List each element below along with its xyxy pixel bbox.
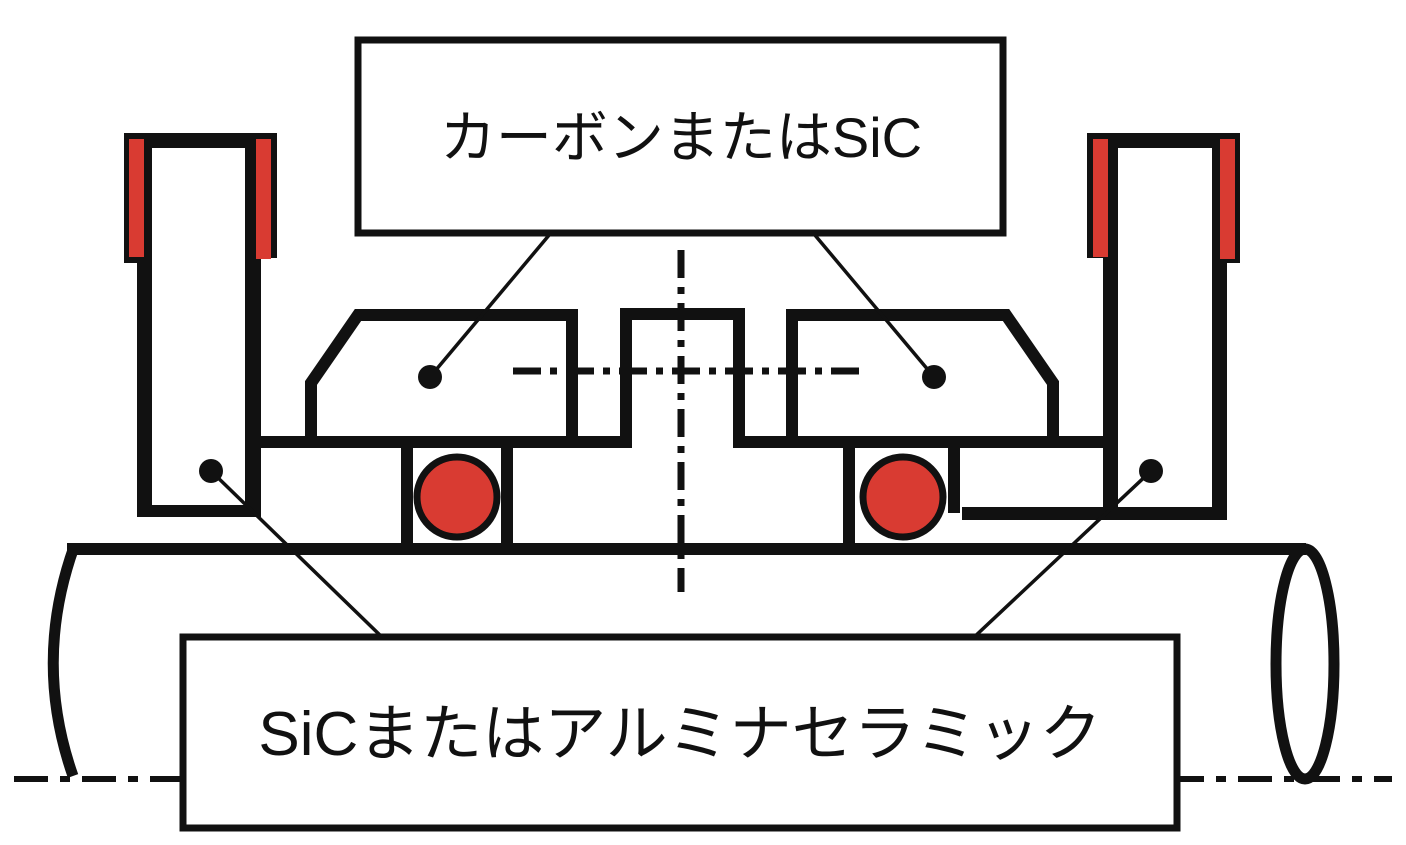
- leader-dot-left-seat: [199, 459, 223, 483]
- top-label-text: カーボンまたはSiC: [440, 106, 922, 169]
- leader-dot-left-seal-ring: [418, 365, 442, 389]
- right-seal-ring: [786, 309, 1059, 448]
- left-gland-left-gasket: [129, 139, 144, 257]
- right-gland-right-gasket: [1220, 139, 1235, 259]
- leader-line-bottom-right: [969, 469, 1153, 642]
- bottom-label-callout: SiCまたはアルミナセラミック: [179, 633, 1181, 832]
- right-gland-housing: [962, 133, 1240, 520]
- right-gland-left-gasket: [1093, 139, 1108, 257]
- top-label-callout: カーボンまたはSiC: [354, 36, 1007, 237]
- leader-line-bottom-left: [209, 469, 387, 642]
- shaft: [47, 543, 1340, 785]
- leader-dot-right-seal-ring: [922, 365, 946, 389]
- left-gland-right-gasket: [256, 139, 271, 259]
- leader-line-top-right: [812, 232, 936, 379]
- right-oring: [859, 453, 947, 541]
- bottom-label-text: SiCまたはアルミナセラミック: [258, 700, 1101, 769]
- shaft-left-end-arc: [47, 545, 80, 778]
- leader-dot-right-seat: [1139, 459, 1163, 483]
- leader-line-top-left: [428, 232, 552, 379]
- left-oring: [413, 453, 501, 541]
- top-label-box: [354, 36, 1007, 237]
- left-seal-ring: [305, 309, 578, 448]
- leader-lines: [199, 232, 1163, 642]
- left-gland-housing: [124, 133, 277, 517]
- bottom-label-box: [179, 633, 1181, 832]
